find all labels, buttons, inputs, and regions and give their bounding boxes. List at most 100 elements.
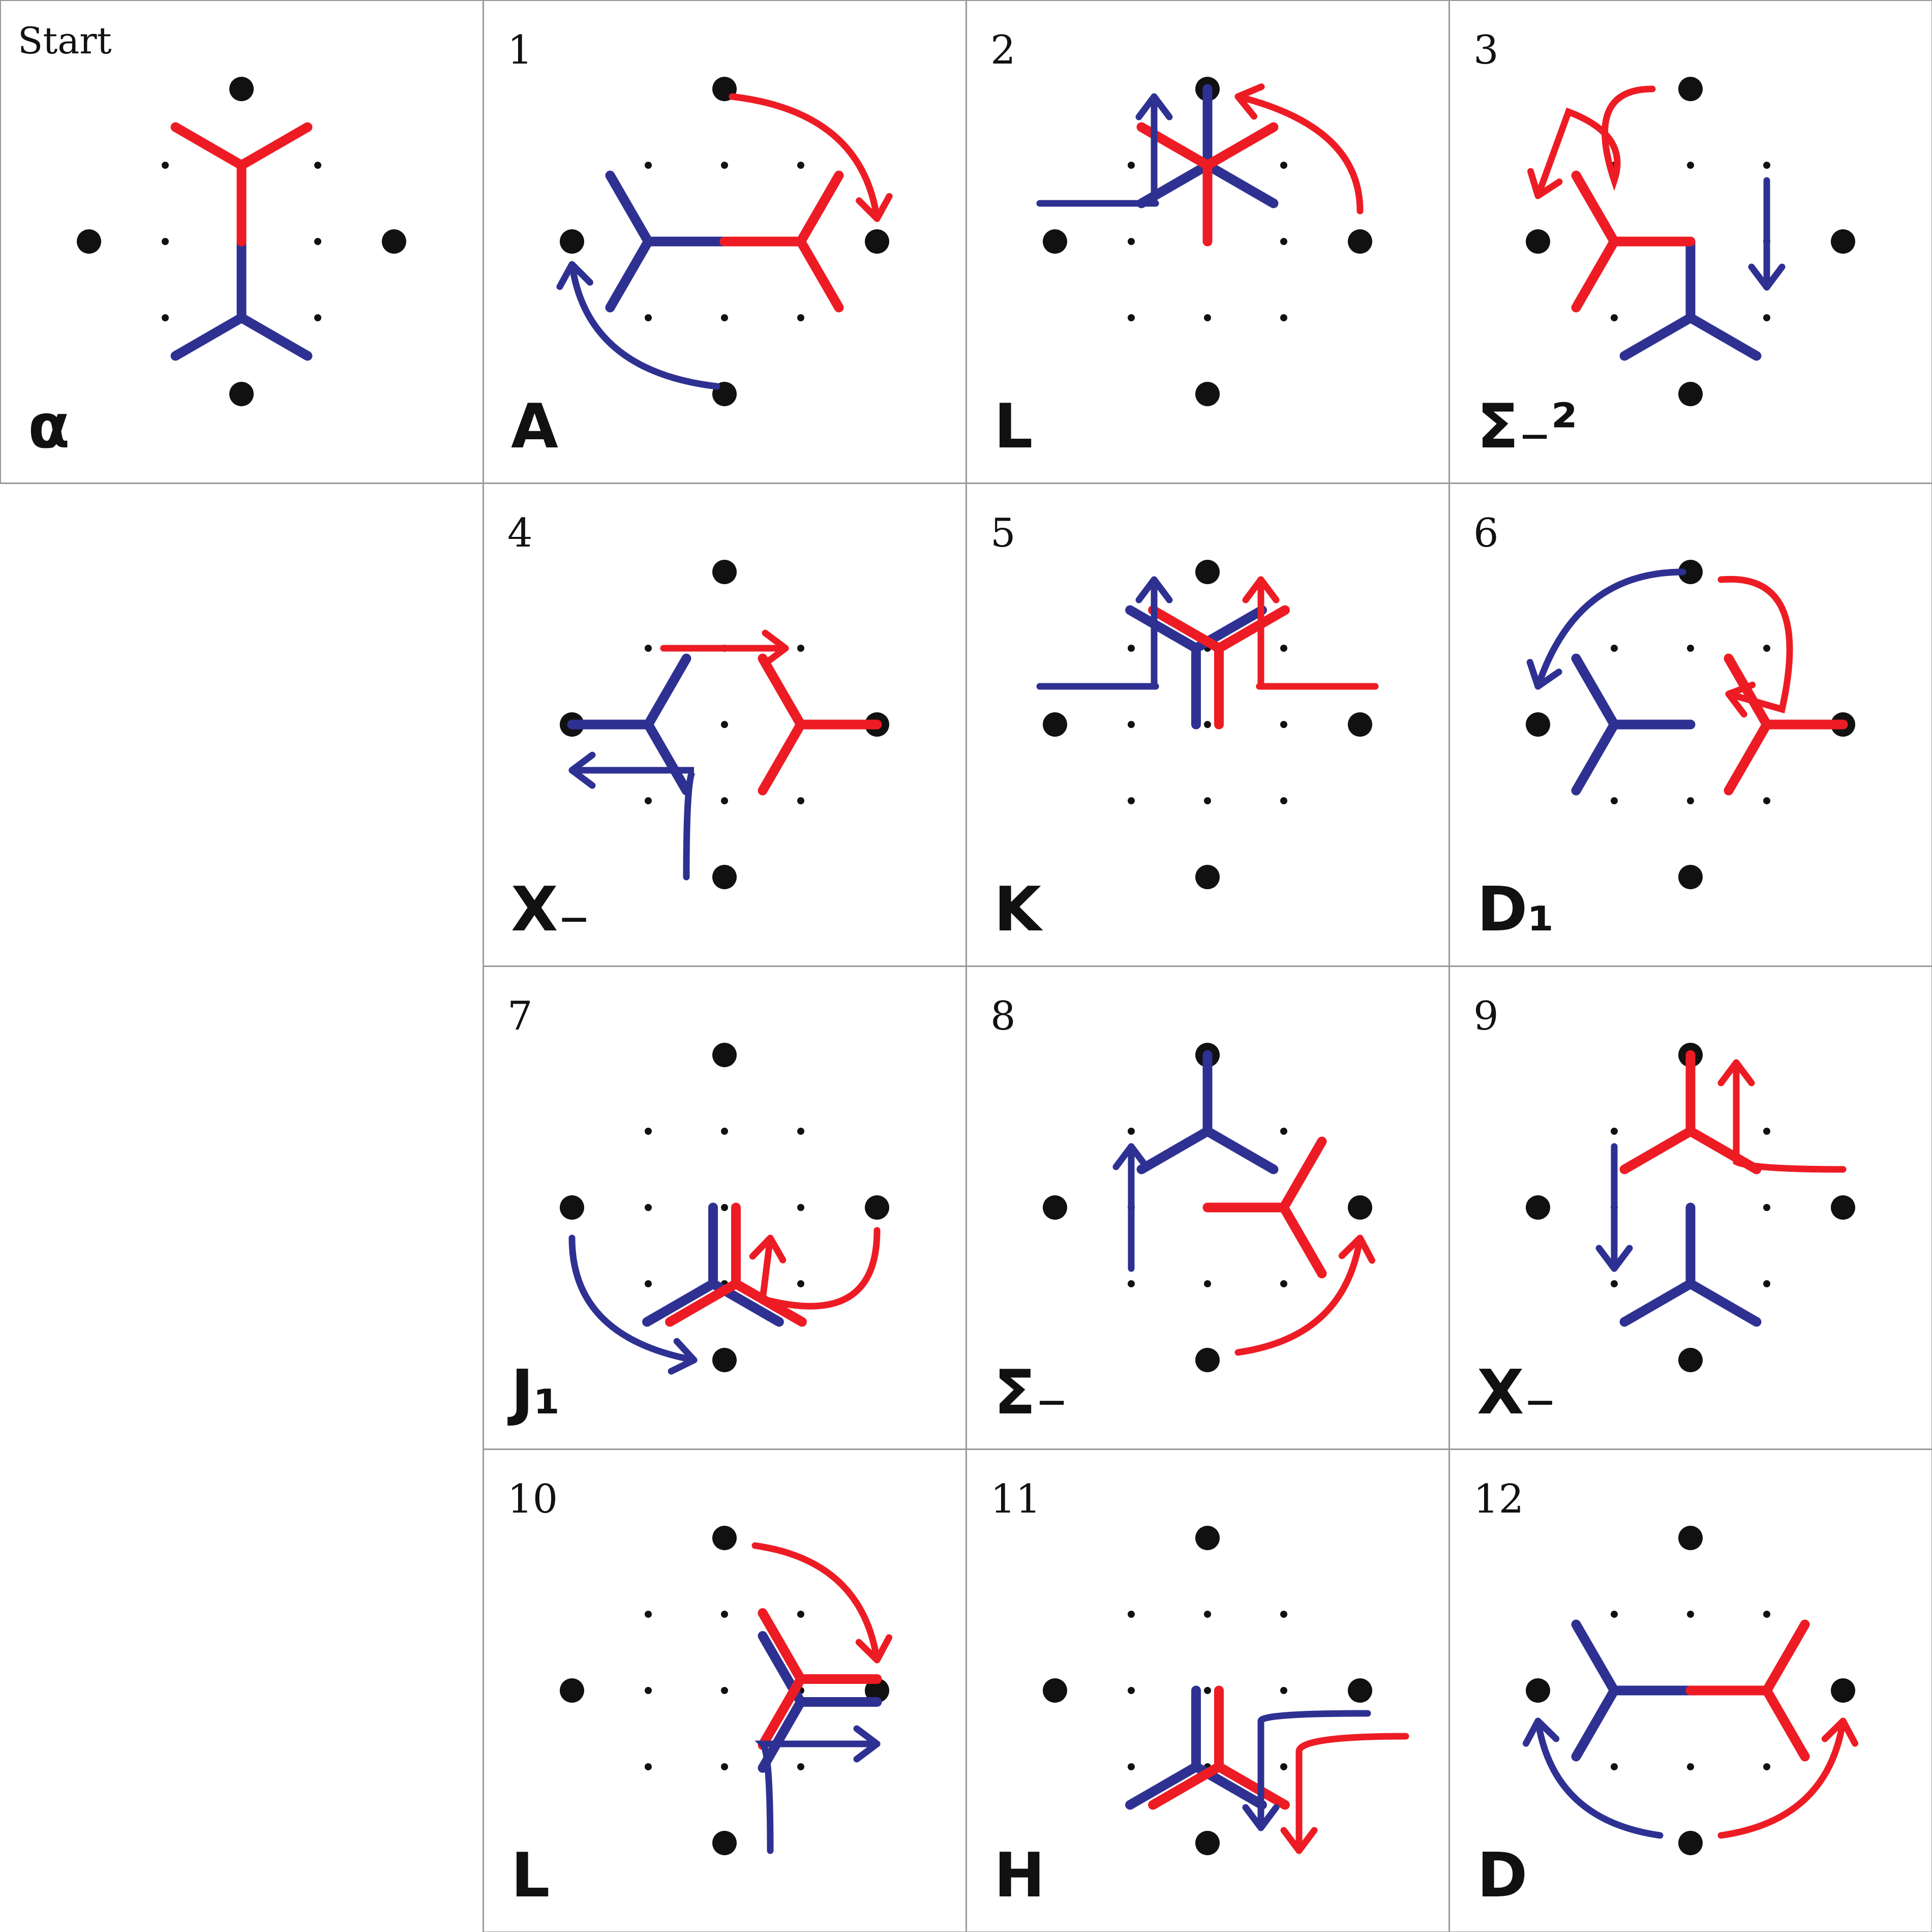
- panel-code: Σ₋: [994, 1357, 1068, 1428]
- blue-molecule-prong: [643, 653, 691, 730]
- lattice-dot: [1763, 1204, 1770, 1211]
- site-dot: [1678, 865, 1703, 889]
- panel-number: 11: [990, 1476, 1041, 1522]
- site-dot: [1348, 1195, 1372, 1220]
- site-dot: [560, 229, 584, 254]
- site-dot: [1195, 1348, 1220, 1372]
- blue-arrow-head: [1595, 1245, 1633, 1272]
- site-dot: [1195, 1526, 1220, 1550]
- red-arrow-head: [855, 1634, 893, 1664]
- lattice-dot: [1687, 1763, 1694, 1770]
- lattice-dot: [721, 1128, 728, 1135]
- site-dot: [1678, 1348, 1703, 1372]
- blue-arrow: [568, 751, 696, 881]
- panel-number: 3: [1473, 27, 1499, 73]
- lattice-dot: [645, 1128, 652, 1135]
- blue-arrow: [1526, 568, 1686, 690]
- site-dot: [712, 1526, 737, 1550]
- red-arrow: [1234, 1234, 1376, 1356]
- blue-molecule-prong: [1571, 719, 1619, 796]
- site-dot: [229, 382, 254, 406]
- blue-arrow-head: [1748, 263, 1786, 291]
- blue-molecule-prong: [1136, 1126, 1213, 1174]
- red-molecule-prong: [1148, 605, 1224, 653]
- site-dot: [1043, 1195, 1067, 1220]
- lattice-dot: [721, 1763, 728, 1770]
- panel-frame: [1448, 1448, 1932, 1932]
- lattice-dot: [797, 797, 804, 804]
- lattice-dot: [314, 162, 321, 169]
- red-arrow: [1717, 576, 1793, 718]
- red-molecule-prong: [1762, 1619, 1810, 1696]
- red-arrow-head: [1242, 576, 1280, 603]
- red-molecule: [758, 653, 882, 796]
- red-arrow-head: [749, 1234, 787, 1263]
- lattice-dot: [645, 1280, 652, 1287]
- red-molecule: [758, 1608, 882, 1750]
- site-dot: [1195, 865, 1220, 889]
- blue-molecule: [1619, 236, 1762, 361]
- blue-molecule-prong: [1571, 653, 1619, 730]
- lattice-dot: [1280, 314, 1287, 321]
- panel-code: Σ₋²: [1477, 391, 1578, 462]
- blue-arrow-head: [668, 1338, 698, 1375]
- red-molecule-prong: [1619, 1126, 1696, 1174]
- blue-arrow-head: [568, 751, 596, 789]
- red-molecule-prong: [758, 653, 806, 730]
- lattice-dot: [645, 1687, 652, 1694]
- panel-code: X₋: [511, 874, 590, 945]
- lattice-dot: [797, 162, 804, 169]
- site-dot: [1195, 382, 1220, 406]
- red-arrow-head: [1280, 1827, 1318, 1854]
- panel-code: J₁: [507, 1357, 560, 1428]
- blue-arrow-shaft: [1534, 568, 1686, 690]
- blue-molecule-prong: [1571, 1619, 1619, 1696]
- red-molecule-prong: [796, 236, 844, 313]
- site-dot: [1678, 382, 1703, 406]
- site-dot: [712, 865, 737, 889]
- red-arrow: [1527, 85, 1656, 199]
- site-dot: [1678, 77, 1703, 101]
- lattice-dot: [645, 797, 652, 804]
- lattice-dot: [1204, 797, 1211, 804]
- site-dot: [560, 1678, 584, 1703]
- lattice-dot: [1204, 1280, 1211, 1287]
- blue-arrow: [1036, 93, 1173, 207]
- red-molecule-prong: [1279, 1136, 1327, 1213]
- site-dot: [865, 229, 889, 254]
- lattice-dot: [1280, 1280, 1287, 1287]
- site-dot: [77, 229, 101, 254]
- site-dot: [1678, 1831, 1703, 1855]
- site-dot: [712, 1831, 737, 1855]
- blue-molecule-prong: [1125, 1762, 1201, 1810]
- blue-arrow: [1036, 576, 1173, 690]
- red-arrow-head: [1717, 1059, 1755, 1086]
- panel-code: L: [994, 391, 1033, 462]
- red-molecule-prong: [1214, 1762, 1290, 1810]
- site-dot: [712, 560, 737, 584]
- lattice-dot: [1280, 645, 1287, 652]
- panel-number: 6: [1473, 510, 1499, 556]
- red-molecule-prong: [236, 122, 313, 170]
- panel-12: 12D: [1448, 1448, 1932, 1932]
- blue-arrow: [1522, 1717, 1664, 1839]
- panel-number: 9: [1473, 993, 1499, 1039]
- panel-code: X₋: [1477, 1357, 1556, 1428]
- lattice-dot: [314, 314, 321, 321]
- blue-arrow-shaft: [1257, 1710, 1371, 1831]
- red-molecule-prong: [1279, 1202, 1327, 1279]
- blue-arrow-head: [1112, 1143, 1150, 1170]
- lattice-dot: [721, 314, 728, 321]
- red-molecule: [1724, 653, 1848, 796]
- red-molecule: [1148, 605, 1290, 730]
- lattice-dot: [721, 162, 728, 169]
- site-dot: [1526, 1678, 1550, 1703]
- blue-molecule: [1571, 1619, 1696, 1762]
- blue-molecule-prong: [1619, 313, 1696, 361]
- red-arrow-shaft: [1733, 1059, 1847, 1173]
- red-arrow: [749, 1227, 881, 1310]
- panel-11: 11H: [965, 1448, 1450, 1932]
- lattice-dot: [162, 162, 169, 169]
- blue-molecule-prong: [643, 719, 691, 796]
